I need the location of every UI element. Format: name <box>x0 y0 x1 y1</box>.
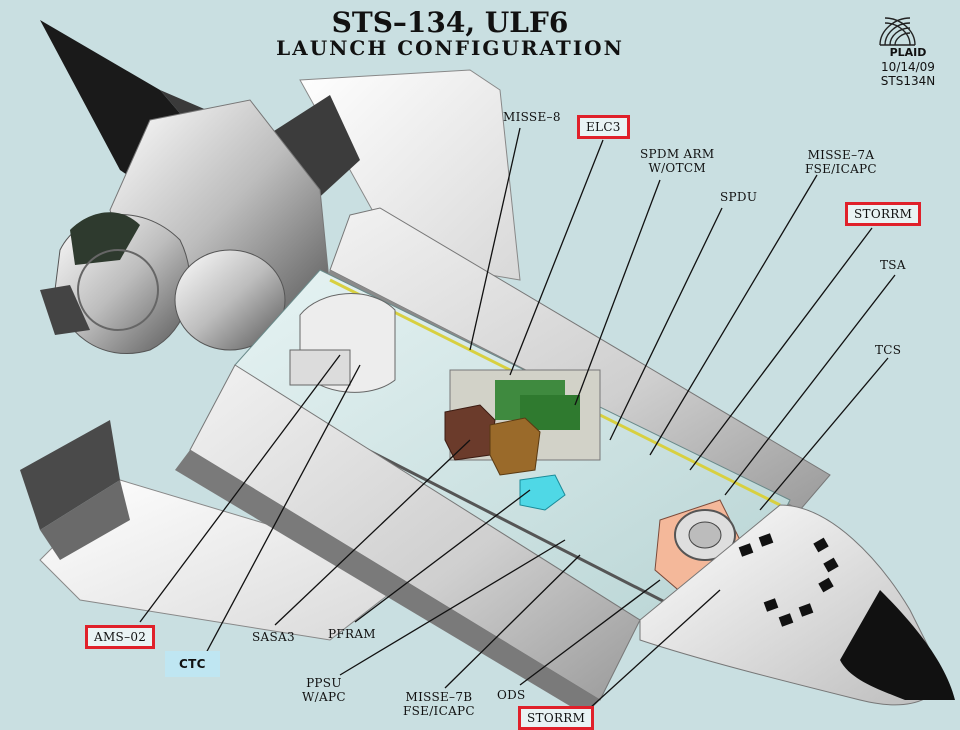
leader-pfram <box>354 489 531 623</box>
label-spdm-line2: W/OTCM <box>648 161 706 175</box>
aft-fuselage <box>40 99 331 355</box>
leader-sasa3 <box>274 439 471 626</box>
label-misse7b-line2: FSE/ICAPC <box>403 704 475 718</box>
leader-storrm-bottom <box>589 589 721 709</box>
label-ppsu-line2: W/APC <box>302 690 346 704</box>
label-storrm-bottom: STORRM <box>518 706 595 730</box>
logo-date: 10/14/09 <box>881 60 935 74</box>
label-misse7a: MISSE–7A FSE/ICAPC <box>805 148 877 176</box>
label-storrm-top: STORRM <box>845 202 922 226</box>
label-tcs: TCS <box>875 343 902 357</box>
label-misse8: MISSE–8 <box>503 110 561 124</box>
label-misse7b-line1: MISSE–7B <box>405 690 473 704</box>
leader-spdm <box>574 179 661 406</box>
label-spdm-arm: SPDM ARM W/OTCM <box>640 147 714 175</box>
label-elc3: ELC3 <box>577 115 630 139</box>
leader-misse8 <box>469 127 521 351</box>
label-ods: ODS <box>497 688 526 702</box>
leader-tcs <box>759 357 889 511</box>
label-misse7a-line1: MISSE–7A <box>807 148 875 162</box>
leader-lines <box>139 127 896 709</box>
label-ams02: AMS–02 <box>85 625 156 649</box>
label-ctc: CTC <box>165 651 220 677</box>
page-subtitle: LAUNCH CONFIGURATION <box>276 36 624 60</box>
ams02-payload <box>289 293 396 393</box>
label-pfram: PFRAM <box>328 627 376 641</box>
leader-storrm-top <box>689 227 873 471</box>
label-tsa: TSA <box>880 258 906 272</box>
label-spdm-line1: SPDM ARM <box>640 147 715 161</box>
lower-wing <box>20 420 422 641</box>
label-misse7a-line2: FSE/ICAPC <box>805 162 877 176</box>
leader-ppsu <box>339 539 566 676</box>
leader-ods <box>519 579 661 686</box>
forward-fuselage <box>639 504 955 706</box>
leader-ctc <box>204 364 361 656</box>
label-ppsu: PPSU W/APC <box>302 676 346 704</box>
logo-code: STS134N <box>880 74 936 88</box>
label-sasa3: SASA3 <box>252 630 295 644</box>
page-title: STS–134, ULF6 <box>331 6 569 39</box>
leader-misse7a <box>649 174 818 456</box>
leader-elc3 <box>509 139 604 376</box>
elc3-payload <box>444 369 601 511</box>
label-spdu: SPDU <box>720 190 758 204</box>
label-misse7b: MISSE–7B FSE/ICAPC <box>403 690 475 718</box>
leader-misse7b <box>444 554 581 689</box>
plaid-logo: PLAID 10/14/09 STS134N <box>868 12 948 88</box>
logo-name: PLAID <box>889 46 927 59</box>
leader-spdu <box>609 207 723 441</box>
docking-system <box>654 499 741 601</box>
plaid-logo-mark <box>879 17 916 46</box>
leader-tsa <box>724 274 896 496</box>
lower-bay-door <box>175 364 641 715</box>
leader-ams02 <box>139 354 341 623</box>
label-ppsu-line1: PPSU <box>306 676 342 690</box>
